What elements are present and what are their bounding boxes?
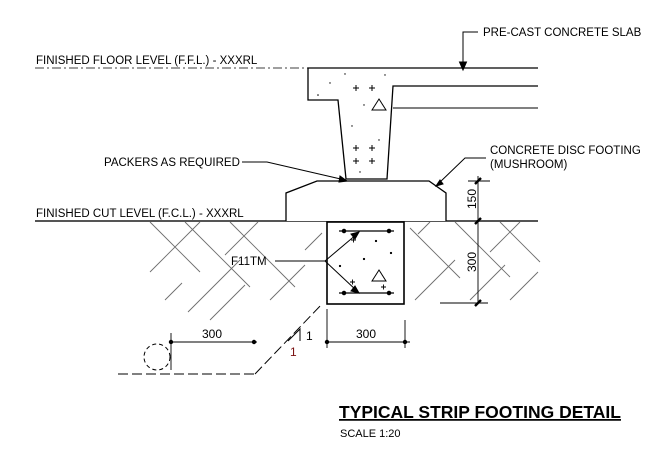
drawing-scale: SCALE 1:20 (340, 428, 401, 440)
trench-triangle-symbol (371, 269, 387, 282)
label-disc-footing-sub: (MUSHROOM) (490, 159, 567, 171)
slab-aggregate-marks (353, 85, 375, 164)
bar-section-circle (143, 343, 171, 371)
precast-concrete-slab (307, 67, 538, 180)
disc-footing-leader (434, 157, 486, 187)
trench-aggregate-marks (338, 237, 393, 290)
dim-disc-height: 150 (465, 189, 479, 209)
drawing-title: TYPICAL STRIP FOOTING DETAIL (339, 402, 621, 422)
reinforcement-bars (339, 228, 394, 296)
label-reinforcement: F11TM (231, 256, 267, 268)
horizontal-dimension-ticks (168, 339, 408, 345)
label-precast-slab: PRE-CAST CONCRETE SLAB (483, 27, 642, 39)
strip-footing-trench (326, 221, 405, 305)
label-packers: PACKERS AS REQUIRED (104, 157, 240, 169)
slope-rise-label: 1 (306, 329, 313, 343)
label-fcl: FINISHED CUT LEVEL (F.C.L.) - XXXRL (36, 208, 244, 220)
excavation-batter-line (118, 303, 323, 375)
vertical-dimension-ticks (474, 177, 482, 307)
packers-leader (242, 161, 349, 183)
reinforcement-leader (275, 231, 361, 294)
slab-triangle-symbol (371, 98, 387, 111)
dim-offset-width: 300 (202, 327, 222, 341)
label-disc-footing: CONCRETE DISC FOOTING (490, 145, 641, 157)
slope-run-label: 1 (290, 345, 297, 359)
ground-hatching (149, 221, 541, 321)
concrete-disc-footing (285, 180, 447, 221)
label-ffl: FINISHED FLOOR LEVEL (F.F.L.) - XXXRL (36, 55, 258, 67)
precast-slab-leader (458, 31, 478, 72)
dim-trench-depth: 300 (465, 252, 479, 272)
slab-concrete-texture (317, 73, 386, 173)
dim-trench-width: 300 (356, 327, 376, 341)
